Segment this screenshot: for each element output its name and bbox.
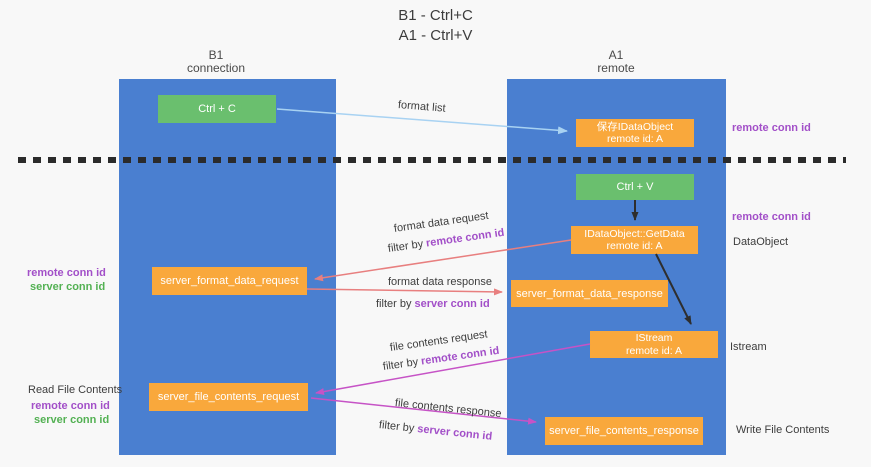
b1-header-role: connection [186,61,246,75]
istream-line2: remote id: A [625,344,683,357]
getdata-line1: IDataObject::GetData [584,227,685,240]
left-remote-conn-id-top: remote conn id [27,267,106,279]
filter-by-text: filter by [382,355,422,373]
right-write-file-contents-label: Write File Contents [736,424,830,436]
ctrl-c-box: Ctrl + C [158,95,276,123]
server-conn-id-key: server conn id [416,423,493,443]
left-read-file-contents-label: Read File Contents [28,384,123,396]
server-file-contents-response-box: server_file_contents_response [545,417,703,445]
server-file-contents-request-box: server_file_contents_request [149,383,308,411]
phase-divider-dashed-line [18,157,846,163]
right-dataobject-label: DataObject [733,236,789,248]
filter-by-text: filter by [387,237,427,255]
ctrl-v-box: Ctrl + V [576,174,694,200]
left-server-conn-id-top: server conn id [30,281,106,293]
label-filter-format-response: filter by server conn id [376,298,490,310]
a1-header-role: remote [597,61,635,75]
istream-line1: IStream [635,332,673,344]
diagram-title: B1 - Ctrl+C A1 - Ctrl+V [0,6,871,46]
save-idataobject-line1: 保存IDataObject [596,120,674,133]
server-format-data-request-label: server_format_data_request [160,275,299,287]
filter-by-text: filter by [378,419,418,435]
save-idataobject-line2: remote id: A [606,133,664,145]
remote-conn-id-key: remote conn id [425,226,506,250]
server-format-data-response-label: server_format_data_response [516,287,663,300]
left-server-conn-id-bottom: server conn id [34,414,110,426]
title-line-1: B1 - Ctrl+C [398,7,473,24]
ctrl-c-label: Ctrl + C [198,103,236,115]
label-filter-file-response: filter by server conn id [378,419,492,443]
a1-header-name: A1 [608,48,624,62]
label-file-contents-response: file contents response [394,397,503,421]
server-format-data-response-box: server_format_data_response [511,280,668,307]
istream-box: IStream remote id: A [590,331,718,358]
server-format-data-request-box: server_format_data_request [152,267,307,295]
save-idataobject-box: 保存IDataObject remote id: A [576,119,694,147]
right-remote-conn-id-mid: remote conn id [732,211,811,223]
column-header-b1: B1 connection [118,49,314,75]
right-remote-conn-id-top: remote conn id [732,122,811,134]
label-format-list: format list [397,99,447,115]
server-file-contents-request-label: server_file_contents_request [157,391,300,403]
remote-conn-id-key: remote conn id [420,344,501,368]
arrow-format-data-response [306,288,503,296]
server-conn-id-key: server conn id [414,298,490,310]
getdata-line2: remote id: A [606,240,663,252]
label-format-data-response: format data response [388,276,492,288]
filter-by-text: filter by [376,298,415,310]
right-istream-label: Istream [730,341,767,353]
title-line-2: A1 - Ctrl+V [398,27,473,44]
server-file-contents-response-label: server_file_contents_response [549,425,699,437]
left-remote-conn-id-bottom: remote conn id [31,400,110,412]
ctrl-v-label: Ctrl + V [616,181,654,193]
column-header-a1: A1 remote [518,49,714,75]
b1-header-name: B1 [208,48,224,62]
idataobject-getdata-box: IDataObject::GetData remote id: A [571,226,698,254]
